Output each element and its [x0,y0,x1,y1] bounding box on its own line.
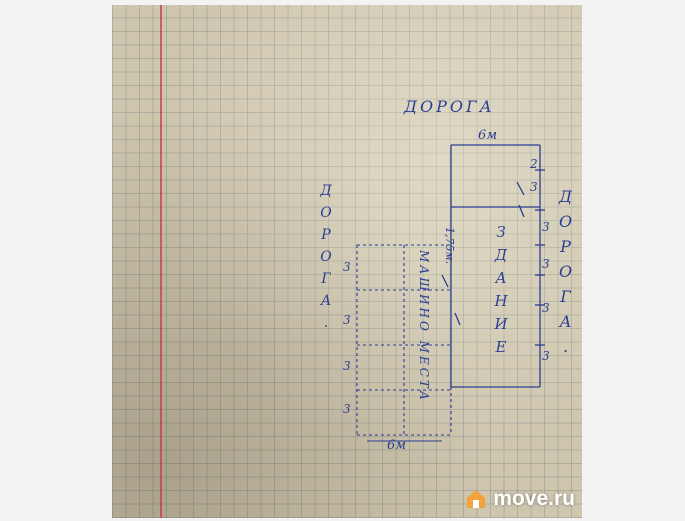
sketch-photo: ДОРОГА 6м ДОРОГА. ДОРОГА. ЗДАНИЕ МАШИНО … [112,5,582,518]
slash-4 [454,312,461,326]
segment-right-4: 3 [542,257,550,271]
sketch-drawing [356,144,545,442]
house-icon [467,490,486,508]
width-bottom-label: 6м [387,438,407,453]
segment-right-2: 3 [530,180,538,194]
width-top-label: 6м [478,128,498,143]
road-right-label: ДОРОГА. [556,187,575,362]
segment-right-5: 3 [542,301,550,315]
building-label: ЗДАНИЕ [492,223,510,361]
segment-right-3: 3 [542,220,550,234]
parking-label: МАШИНО МЕСТА [417,250,431,403]
segment-right-6: 3 [542,349,550,363]
slash-1 [516,181,525,196]
offset-label: 1,75м. [443,227,456,265]
segment-left-2: 3 [343,313,351,327]
segment-left-3: 3 [343,359,351,373]
road-top-label: ДОРОГА [404,97,495,116]
segment-left-4: 3 [343,402,351,416]
slash-3 [441,274,449,288]
margin-line [160,5,162,518]
watermark-logo: move.ru [465,487,575,511]
road-left-label: ДОРОГА. [318,183,334,337]
slash-2 [518,204,525,218]
segment-left-1: 3 [343,260,351,274]
segment-right-1: 2 [530,157,538,171]
watermark-text: move.ru [493,487,575,510]
